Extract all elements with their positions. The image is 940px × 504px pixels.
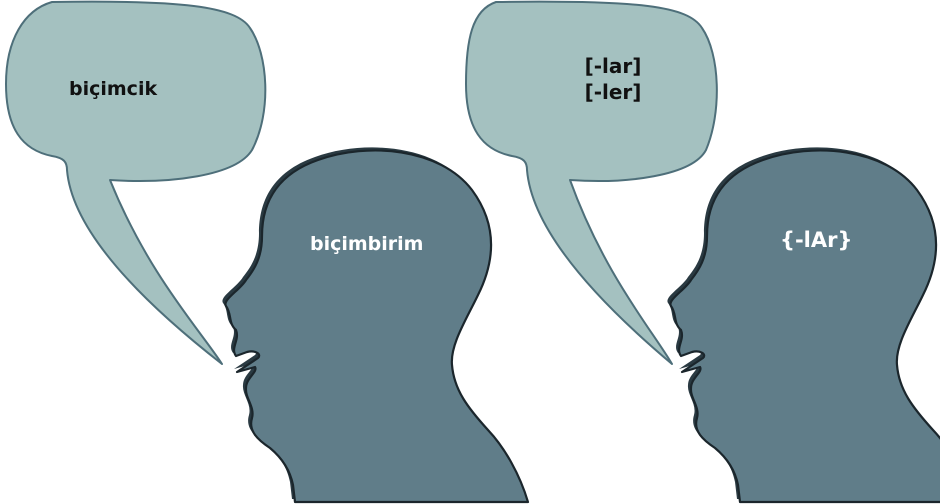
right-bubble-line-2: [-ler] — [584, 80, 642, 104]
right-bubble-line-1: [-lar] — [584, 54, 642, 78]
right-head-label: {-lAr} — [780, 228, 853, 252]
left-head-label: biçimbirim — [310, 233, 424, 255]
right-head — [667, 147, 940, 504]
left-head — [222, 147, 530, 504]
left-bubble-label: biçimcik — [69, 78, 158, 100]
right-speech-bubble — [465, 0, 718, 365]
left-speech-bubble — [5, 0, 267, 365]
